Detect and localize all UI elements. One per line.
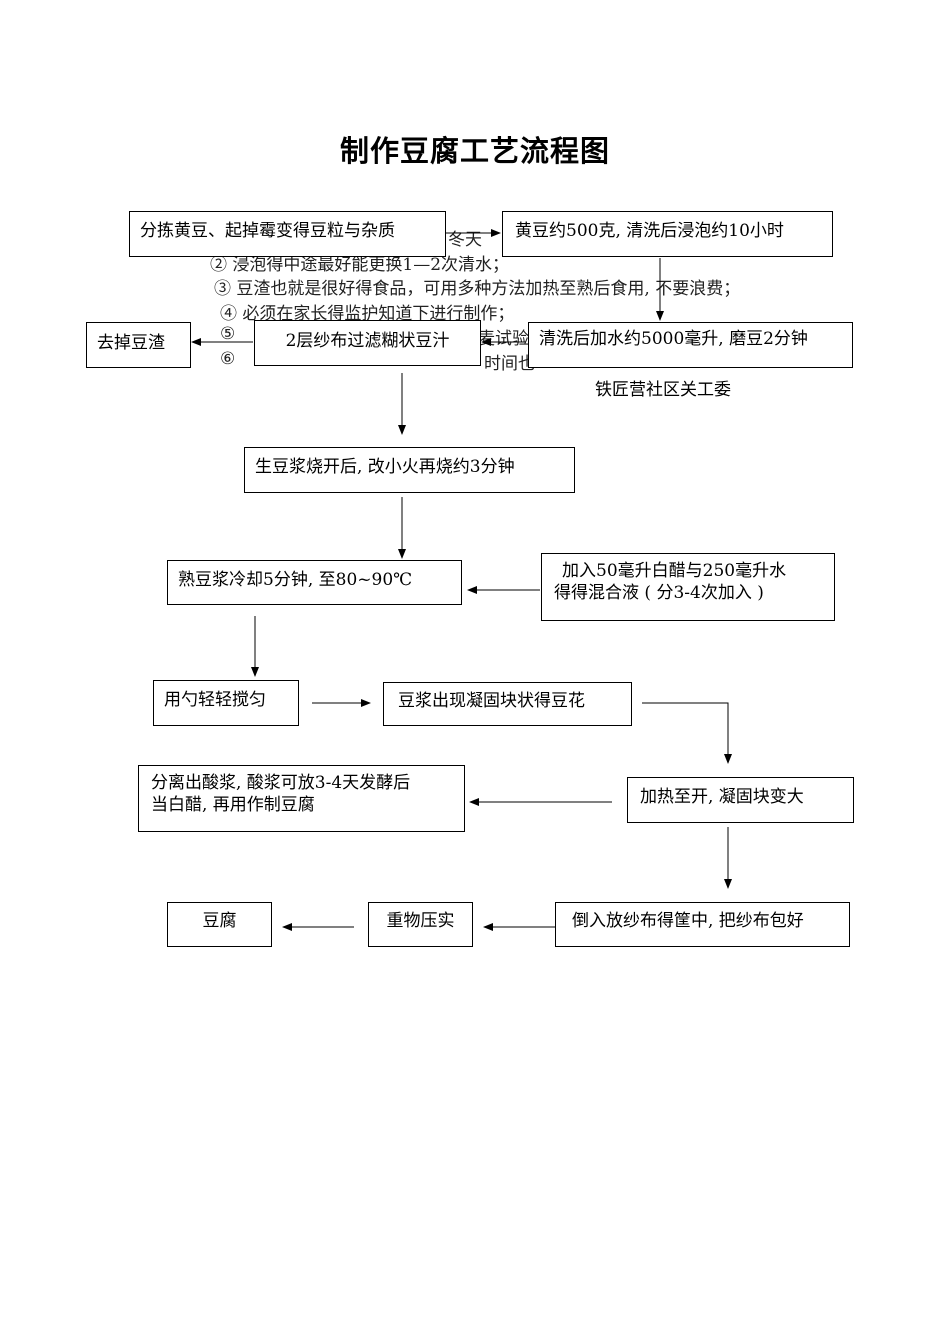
arrow-curd-to-heat [642, 702, 732, 764]
step-remove-dregs-label: 去掉豆渣 [97, 333, 165, 353]
step-curd: 豆浆出现凝固块状得豆花 [383, 682, 632, 726]
step-grind: 清洗后加水约5000毫升, 磨豆2分钟 [528, 322, 853, 368]
step-sour-line-1: 分离出酸浆, 酸浆可放3-4天发酵后 [151, 773, 411, 793]
step-grind-label: 清洗后加水约5000毫升, 磨豆2分钟 [539, 329, 808, 349]
step-sort-beans-label: 分拣黄豆、起掉霉变得豆粒与杂质 [140, 221, 395, 241]
note-5: ⑤ [220, 324, 236, 344]
note-fragment-time: 时间也 [484, 354, 535, 374]
step-boil-label: 生豆浆烧开后, 改小火再烧约3分钟 [255, 457, 515, 477]
step-heat-label: 加热至开, 凝固块变大 [640, 787, 804, 807]
step-mix-line-2: 得得混合液 ( 分3-4次加入 ) [554, 583, 764, 603]
step-sort-beans: 分拣黄豆、起掉霉变得豆粒与杂质 [129, 211, 446, 257]
step-sour-liquid: 分离出酸浆, 酸浆可放3-4天发酵后 当白醋, 再用作制豆腐 [138, 765, 465, 832]
note-6: ⑥ [220, 349, 236, 369]
footer-org: 铁匠营社区关工委 [595, 380, 731, 400]
step-remove-dregs: 去掉豆渣 [86, 322, 191, 368]
step-soak-beans-label: 黄豆约500克, 清洗后浸泡约10小时 [515, 221, 784, 241]
step-soak-beans: 黄豆约500克, 清洗后浸泡约10小时 [502, 211, 833, 257]
step-tofu: 豆腐 [167, 902, 272, 947]
note-4: ④ 必须在家长得监护知道下进行制作； [220, 304, 515, 324]
page-title: 制作豆腐工艺流程图 [339, 134, 610, 168]
step-cool-label: 熟豆浆冷却5分钟, 至80~90℃ [178, 570, 413, 590]
step-filter: 2层纱布过滤糊状豆汁 [254, 320, 481, 366]
step-stir: 用勺轻轻搅匀 [153, 680, 299, 726]
step-mix-line-1: 加入50毫升白醋与250毫升水 [562, 561, 787, 581]
step-heat: 加热至开, 凝固块变大 [627, 777, 854, 823]
note-3: ③ 豆渣也就是很好得食品，可用多种方法加热至熟后食用, 不要浪费； [214, 279, 741, 299]
step-sour-line-2: 当白醋, 再用作制豆腐 [151, 795, 315, 815]
step-stir-label: 用勺轻轻搅匀 [164, 690, 266, 710]
step-boil: 生豆浆烧开后, 改小火再烧约3分钟 [244, 447, 575, 493]
step-mix-liquid: 加入50毫升白醋与250毫升水 得得混合液 ( 分3-4次加入 ) [541, 553, 835, 621]
step-pour: 倒入放纱布得筐中, 把纱布包好 [555, 902, 850, 947]
note-2: ② 浸泡得中途最好能更换1—2次清水； [210, 255, 510, 275]
step-filter-label: 2层纱布过滤糊状豆汁 [285, 331, 450, 351]
note-fragment-winter: 冬天 [448, 230, 482, 250]
step-curd-label: 豆浆出现凝固块状得豆花 [398, 691, 585, 711]
step-pour-label: 倒入放纱布得筐中, 把纱布包好 [572, 911, 804, 931]
step-press: 重物压实 [368, 902, 473, 947]
step-tofu-label: 豆腐 [202, 911, 237, 931]
step-cool: 熟豆浆冷却5分钟, 至80~90℃ [167, 560, 462, 605]
step-press-label: 重物压实 [386, 911, 455, 931]
